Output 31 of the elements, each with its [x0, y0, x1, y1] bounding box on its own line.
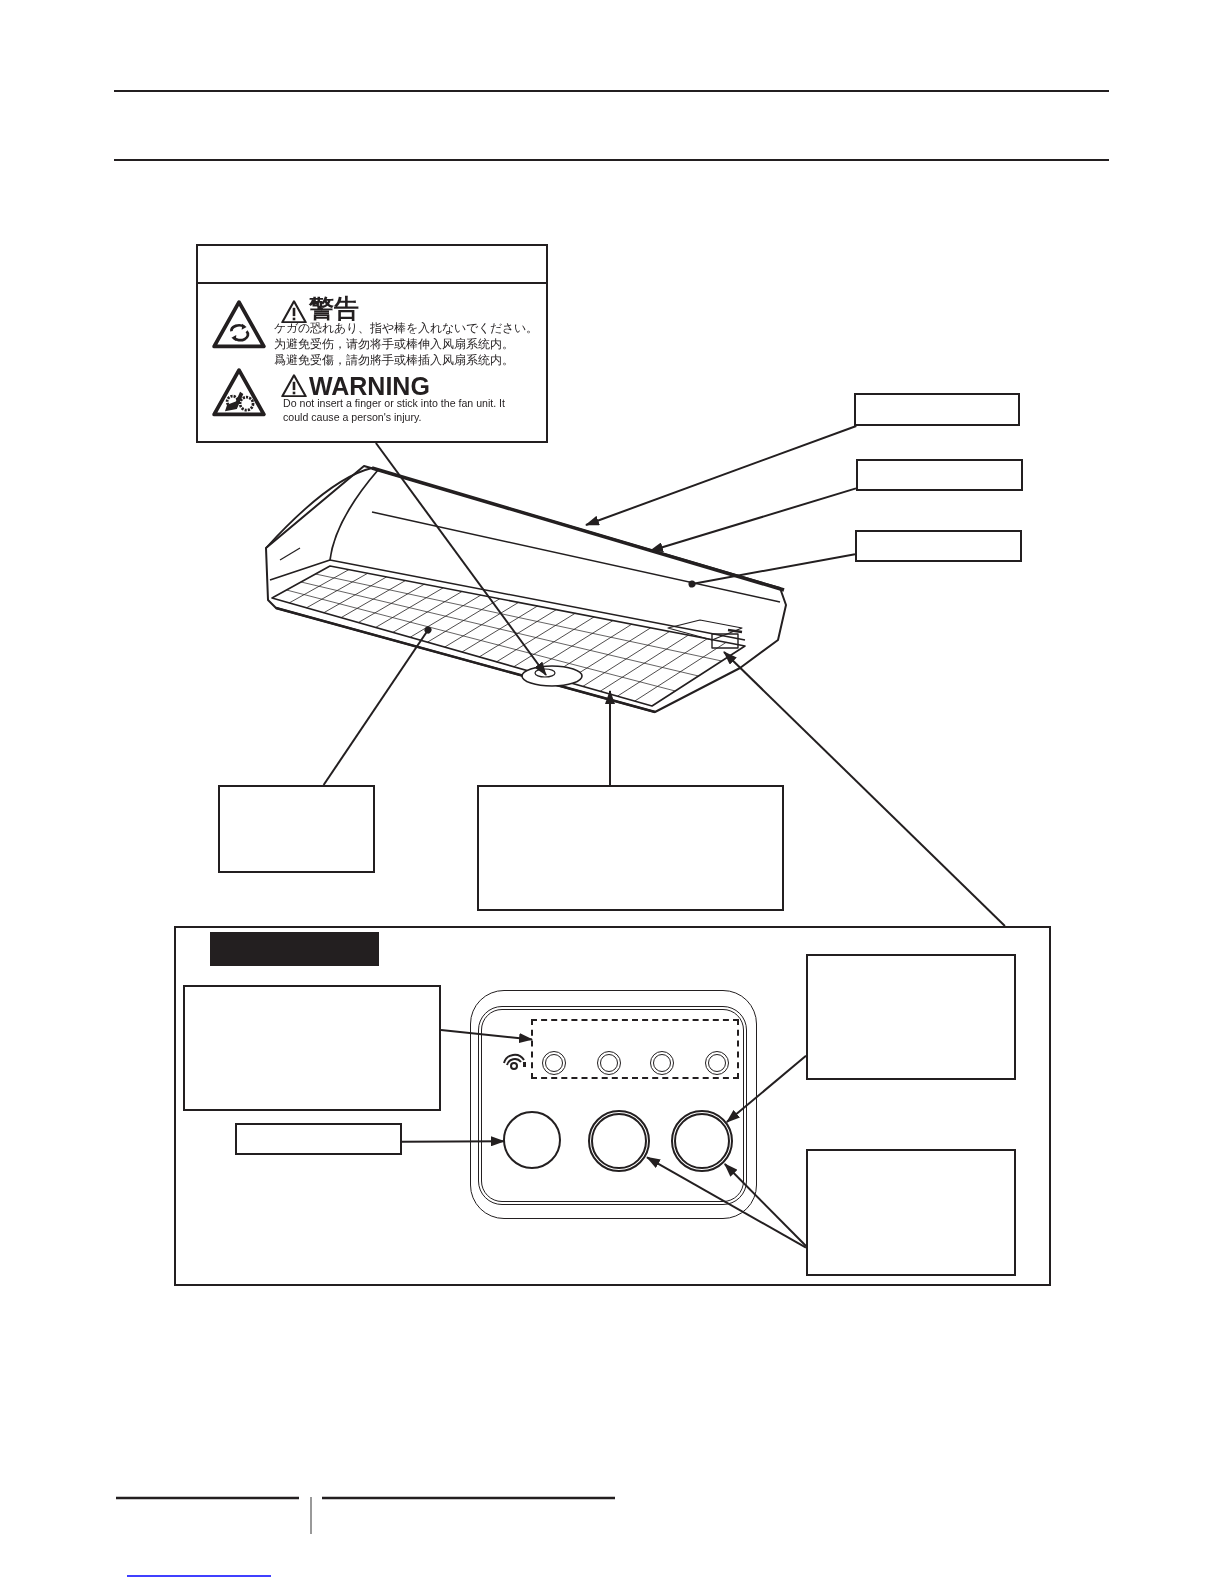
- warning-text: 为避免受伤，请勿将手或棒伸入风扇系统内。: [274, 337, 514, 353]
- callout-box: [856, 459, 1023, 491]
- callout-box: [218, 785, 375, 873]
- title-bar: [210, 932, 379, 966]
- arrow: [605, 690, 615, 786]
- warning-text: 爲避免受傷，請勿將手或棒插入风扇系统内。: [274, 353, 514, 369]
- callout-box: [855, 530, 1022, 562]
- callout-box: [806, 1149, 1016, 1276]
- callout-box: [806, 954, 1016, 1080]
- warning-label: [196, 244, 548, 443]
- button-circle: [503, 1111, 561, 1169]
- arrow: [646, 1156, 807, 1249]
- arrow: [725, 1054, 807, 1124]
- arrow: [585, 425, 858, 526]
- warning-text: ケガの恐れあり、指や棒を入れないでください。: [274, 321, 538, 337]
- arrow: [723, 651, 1006, 927]
- arrow: [440, 1029, 533, 1044]
- control-panel: [470, 990, 757, 1219]
- callout-box: [183, 985, 441, 1111]
- button-circle: [671, 1110, 733, 1172]
- callout-box: [477, 785, 784, 911]
- arrow: [723, 1163, 807, 1247]
- arrow: [374, 442, 547, 676]
- panel-frame: [174, 926, 1051, 1286]
- button-circle: [588, 1110, 650, 1172]
- indicator-group: [531, 1019, 739, 1079]
- callout-box: [235, 1123, 402, 1155]
- callout-box: [854, 393, 1020, 426]
- arrow: [401, 1136, 505, 1147]
- warning-text: Do not insert a finger or stick into the fan unit. It could cause a person's injury.: [283, 397, 506, 425]
- warning-heading: 警告: [309, 293, 359, 323]
